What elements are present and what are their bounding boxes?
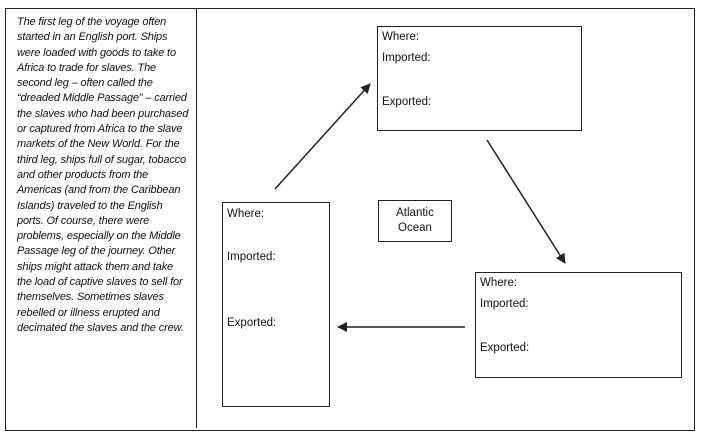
- atlantic-ocean-label: Atlantic Ocean: [378, 200, 452, 242]
- imported-label: Imported:: [227, 251, 276, 263]
- triangular-trade-passage: The first leg of the voyage often starte…: [17, 16, 189, 334]
- where-label: Where:: [382, 31, 420, 43]
- where-label: Where:: [480, 277, 518, 289]
- exported-label: Exported:: [480, 342, 530, 354]
- exported-label: Exported:: [382, 96, 432, 108]
- where-label: Where:: [227, 208, 265, 220]
- box-right-leg: Where: Imported: Exported:: [475, 272, 682, 378]
- box-left-leg: Where: Imported: Exported:: [222, 202, 330, 407]
- box-top-leg: Where: Imported: Exported:: [377, 26, 582, 131]
- ocean-line-2: Ocean: [398, 222, 432, 234]
- ocean-line-1: Atlantic: [396, 207, 434, 219]
- imported-label: Imported:: [382, 52, 431, 64]
- imported-label: Imported:: [480, 298, 529, 310]
- exported-label: Exported:: [227, 317, 277, 329]
- column-divider: [196, 8, 197, 428]
- outer-frame: [5, 8, 695, 431]
